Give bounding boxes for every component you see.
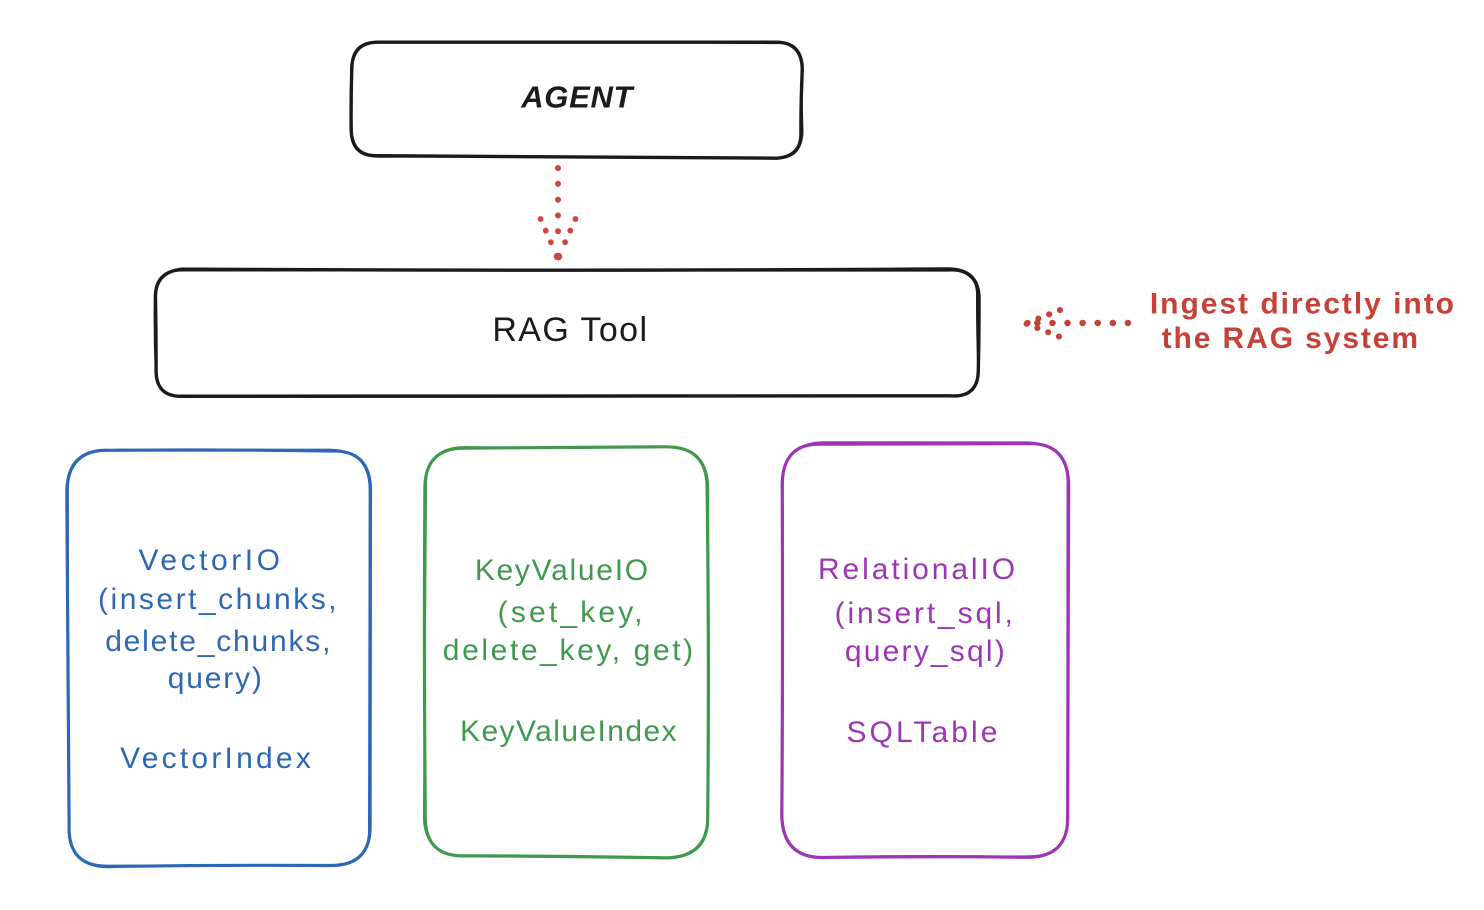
svg-text:RelationalIO: RelationalIO: [818, 553, 1018, 586]
svg-text:Ingest directly into: Ingest directly into: [1150, 288, 1456, 321]
svg-text:AGENT: AGENT: [520, 80, 635, 115]
svg-text:RAG Tool: RAG Tool: [492, 311, 648, 349]
svg-text:(set_key,: (set_key,: [498, 596, 646, 629]
svg-text:query): query): [168, 662, 264, 695]
svg-text:VectorIO: VectorIO: [138, 544, 283, 577]
svg-text:(insert_chunks,: (insert_chunks,: [98, 583, 339, 616]
svg-text:VectorIndex: VectorIndex: [120, 742, 314, 775]
svg-text:the RAG system: the RAG system: [1162, 322, 1420, 355]
svg-text:delete_chunks,: delete_chunks,: [105, 625, 332, 658]
svg-text:delete_key, get): delete_key, get): [443, 634, 696, 667]
svg-text:(insert_sql,: (insert_sql,: [835, 597, 1016, 630]
svg-text:KeyValueIO: KeyValueIO: [475, 554, 650, 587]
svg-text:SQLTable: SQLTable: [846, 716, 1000, 749]
svg-text:query_sql): query_sql): [845, 635, 1007, 668]
svg-text:KeyValueIndex: KeyValueIndex: [460, 715, 678, 748]
